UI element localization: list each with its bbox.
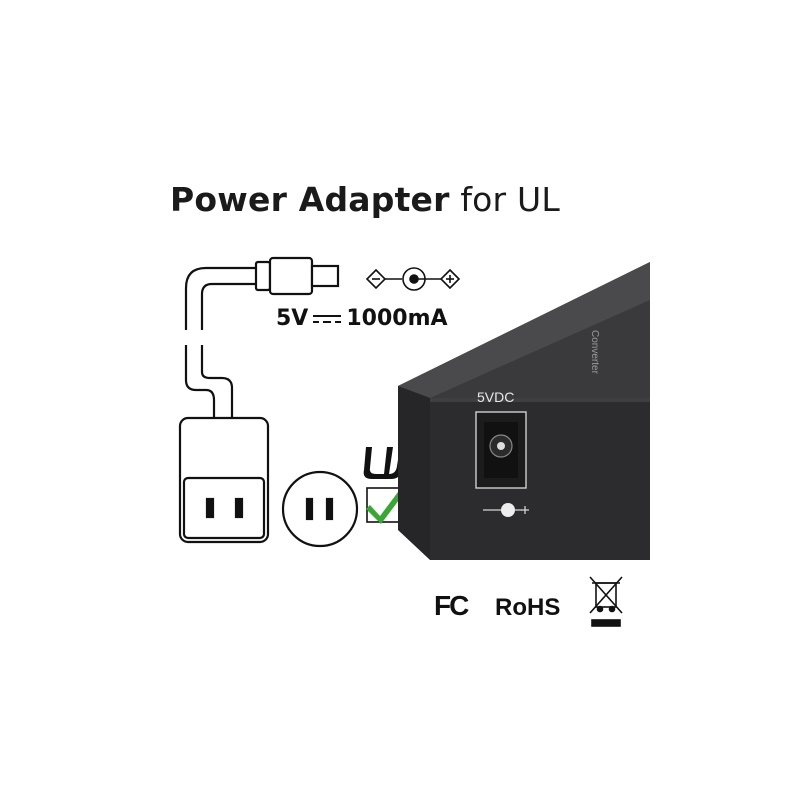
title-bold: Power Adapter (170, 180, 450, 219)
polarity-icon (365, 267, 461, 291)
us-outlet-icon (281, 470, 359, 548)
weee-bin-icon (589, 576, 623, 627)
dc-plug-icon (254, 256, 340, 296)
page-title: Power Adapter for UL (0, 180, 730, 219)
fc-logo: FC (434, 590, 469, 621)
rohs-logo: RoHS (495, 594, 561, 621)
dc-port-icon (475, 411, 529, 517)
voltage-value: 5V (276, 306, 309, 331)
title-regular: for UL (460, 180, 560, 219)
adapter-cable-icon (184, 266, 256, 418)
dc-symbol-icon (312, 307, 342, 332)
ul-mark-icon (363, 447, 406, 479)
power-spec: 5V 1000mA (276, 306, 448, 332)
device-side-text: Converter (589, 330, 600, 374)
port-label: 5VDC (477, 389, 515, 405)
current-value: 1000mA (346, 306, 448, 331)
check-icon (366, 484, 408, 524)
media-converter-device (398, 262, 650, 560)
wall-adapter-icon (178, 416, 270, 544)
